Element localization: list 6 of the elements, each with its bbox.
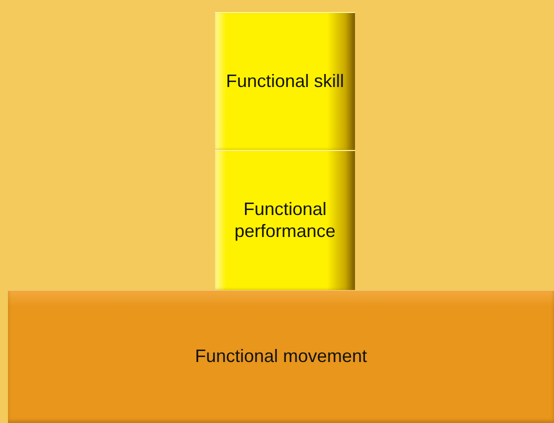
- block: [215, 150, 355, 290]
- block-label: Functional performance: [233, 198, 337, 242]
- block: [215, 12, 355, 150]
- block-label: Functional skill: [226, 70, 344, 92]
- block-label: Functional movement: [194, 346, 368, 368]
- block: [8, 290, 554, 423]
